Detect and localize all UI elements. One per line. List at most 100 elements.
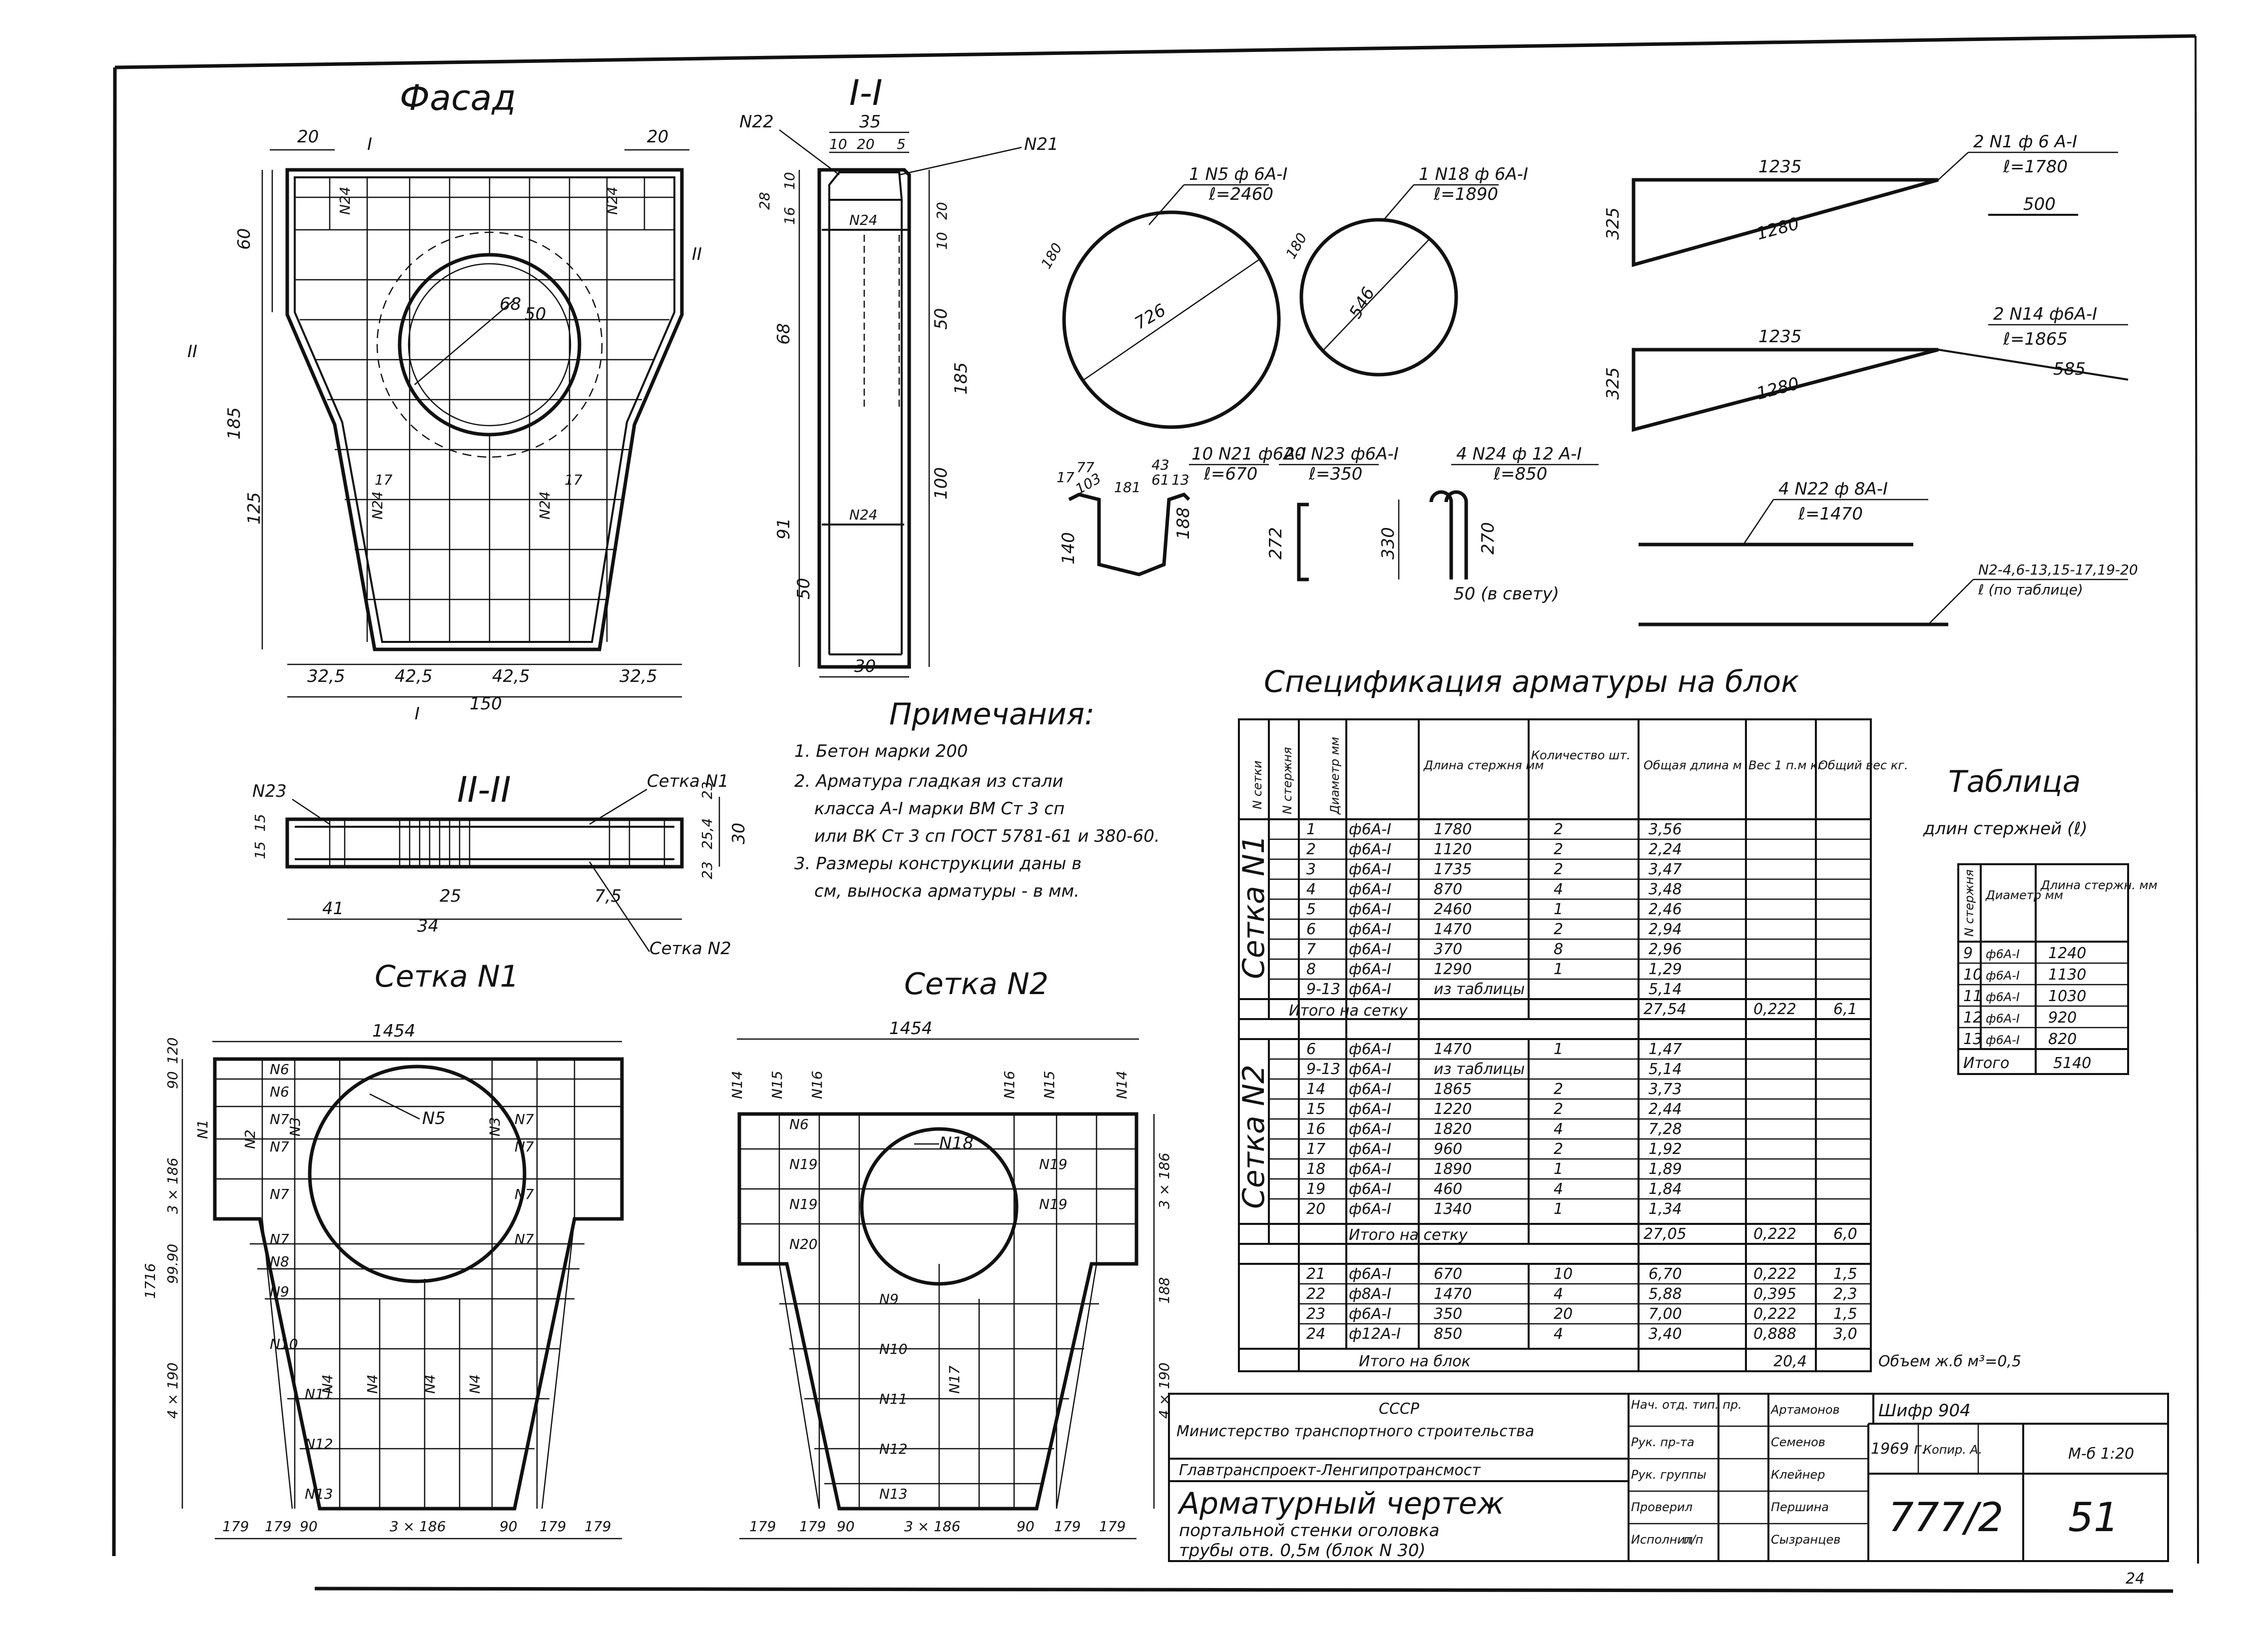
label: N стержня: [1962, 869, 1976, 937]
label: N7: [270, 1138, 289, 1155]
spec-cell: 17: [1306, 1140, 1325, 1158]
label: 3 × 186: [390, 1518, 446, 1535]
label: 20: [934, 202, 950, 220]
label: 1 N18 ф 6A-I: [1419, 164, 1528, 184]
label: 43: [1151, 457, 1169, 473]
spec-cell: ф6A-I: [1349, 1160, 1391, 1178]
label: 585: [2053, 359, 2086, 379]
label: 1280: [1754, 214, 1801, 244]
length-cell: ф6A-I: [1986, 947, 2020, 961]
label: 50 (в свету): [1454, 584, 1559, 604]
label: Диаметр мм: [1985, 888, 2063, 902]
spec-cell: ф6A-I: [1349, 841, 1391, 858]
label: 51: [2068, 1494, 2119, 1541]
spec-cell: 9-13: [1306, 981, 1340, 998]
label: 1235: [1758, 327, 1802, 347]
label: 10: [781, 172, 798, 190]
label: 90: [837, 1518, 855, 1535]
label: II: [187, 342, 197, 362]
spec-cell: 370: [1434, 941, 1462, 958]
label: ℓ (по таблице): [1978, 581, 2083, 598]
label: N9: [879, 1291, 899, 1307]
spec-cell: ф6A-I: [1349, 1265, 1391, 1283]
length-cell: ф6A-I: [1986, 1033, 2020, 1047]
mesh-2-view: Сетка N2 1454 N18 N14 N15 N16 N16 N15 N1…: [729, 967, 1172, 1540]
label: N1: [194, 1119, 211, 1139]
label: Проверил: [1631, 1500, 1692, 1514]
spec-cell: 1: [1554, 1160, 1563, 1178]
label: 32,5: [619, 666, 657, 686]
label: ℓ=850: [1493, 464, 1547, 484]
label: Объем ж.б м³=0,5: [1878, 1353, 2021, 1370]
spec-cell: 6: [1306, 1041, 1316, 1058]
label: 4 × 190: [164, 1362, 181, 1419]
label: М-б 1:20: [2068, 1445, 2134, 1463]
label: N24: [604, 186, 620, 215]
spec-cell: 15: [1306, 1101, 1325, 1118]
spec-cell: 0,222: [1753, 1265, 1796, 1283]
label: 68: [500, 294, 521, 314]
label: N4: [422, 1374, 438, 1394]
label: 32,5: [307, 666, 345, 686]
spec-cell: 870: [1434, 881, 1462, 898]
spec-cell: 1220: [1434, 1101, 1472, 1118]
label: Главтранспроект-Ленгипротрансмост: [1179, 1462, 1481, 1479]
label: 500: [2023, 194, 2056, 214]
spec-cell: 2,24: [1649, 841, 1682, 858]
spec-cell: 1: [1554, 901, 1563, 918]
label: 0,222: [1753, 1225, 1796, 1243]
label: 120: [164, 1038, 181, 1064]
label: N3: [487, 1117, 503, 1136]
spec-cell: 1,29: [1649, 961, 1682, 978]
label: 42,5: [395, 666, 433, 686]
spec-cell: 0,395: [1753, 1285, 1796, 1303]
label: 5: [897, 136, 906, 152]
label: Вес 1 п.м кг: [1748, 758, 1824, 772]
label: N13: [879, 1486, 908, 1502]
spec-cell: 2,96: [1649, 941, 1682, 958]
label: N24: [369, 491, 386, 520]
label: Шифр 904: [1878, 1401, 1971, 1421]
label: 50: [525, 304, 546, 324]
spec-cell: из таблицы: [1434, 1061, 1525, 1078]
label: Копир. A.: [1923, 1443, 1982, 1457]
label: 61: [1151, 472, 1169, 488]
spec-cell: 22: [1306, 1285, 1325, 1303]
spec-cell: ф6A-I: [1349, 1140, 1391, 1158]
spec-cell: 1: [1554, 1200, 1563, 1218]
spec-cell: ф12A-I: [1349, 1325, 1401, 1343]
label: Общий вес кг.: [1818, 758, 1908, 772]
spec-cell: 6,70: [1649, 1265, 1682, 1283]
spec-cell: 960: [1434, 1140, 1462, 1158]
spec-cell: 460: [1434, 1180, 1462, 1198]
label: 1716: [142, 1263, 158, 1299]
label: 2 N14 ф6A-I: [1993, 304, 2097, 324]
label: 15: [252, 841, 268, 859]
length-cell: 10: [1963, 966, 1982, 984]
label: 179: [1054, 1518, 1081, 1535]
spec-cell: 1820: [1434, 1120, 1472, 1138]
label: N15: [769, 1071, 785, 1099]
spec-cell: 2: [1554, 821, 1563, 838]
label: портальной стенки оголовка: [1179, 1521, 1439, 1541]
length-cell: ф6A-I: [1986, 1012, 2020, 1026]
label: 35: [859, 112, 881, 132]
label: 179: [584, 1518, 611, 1535]
spec-cell: 1,34: [1649, 1200, 1682, 1218]
spec-cell: ф6A-I: [1349, 921, 1391, 938]
label: 4 × 190: [1156, 1362, 1172, 1419]
label: п/п: [1683, 1533, 1703, 1547]
label: 325: [1603, 207, 1623, 240]
mesh-1-title: Сетка N1: [375, 959, 519, 994]
label: СССР: [1379, 1400, 1420, 1418]
label: Сетка N1: [647, 771, 729, 791]
label: N7: [515, 1186, 534, 1202]
label: 140: [1059, 532, 1079, 564]
length-cell: ф6A-I: [1986, 969, 2020, 983]
label: N10: [879, 1341, 908, 1357]
spec-cell: 1: [1554, 1041, 1563, 1058]
spec-cell: 2,94: [1649, 921, 1682, 938]
spec-cell: 2: [1554, 841, 1563, 858]
spec-cell: 24: [1306, 1325, 1325, 1343]
label: N9: [270, 1283, 289, 1300]
